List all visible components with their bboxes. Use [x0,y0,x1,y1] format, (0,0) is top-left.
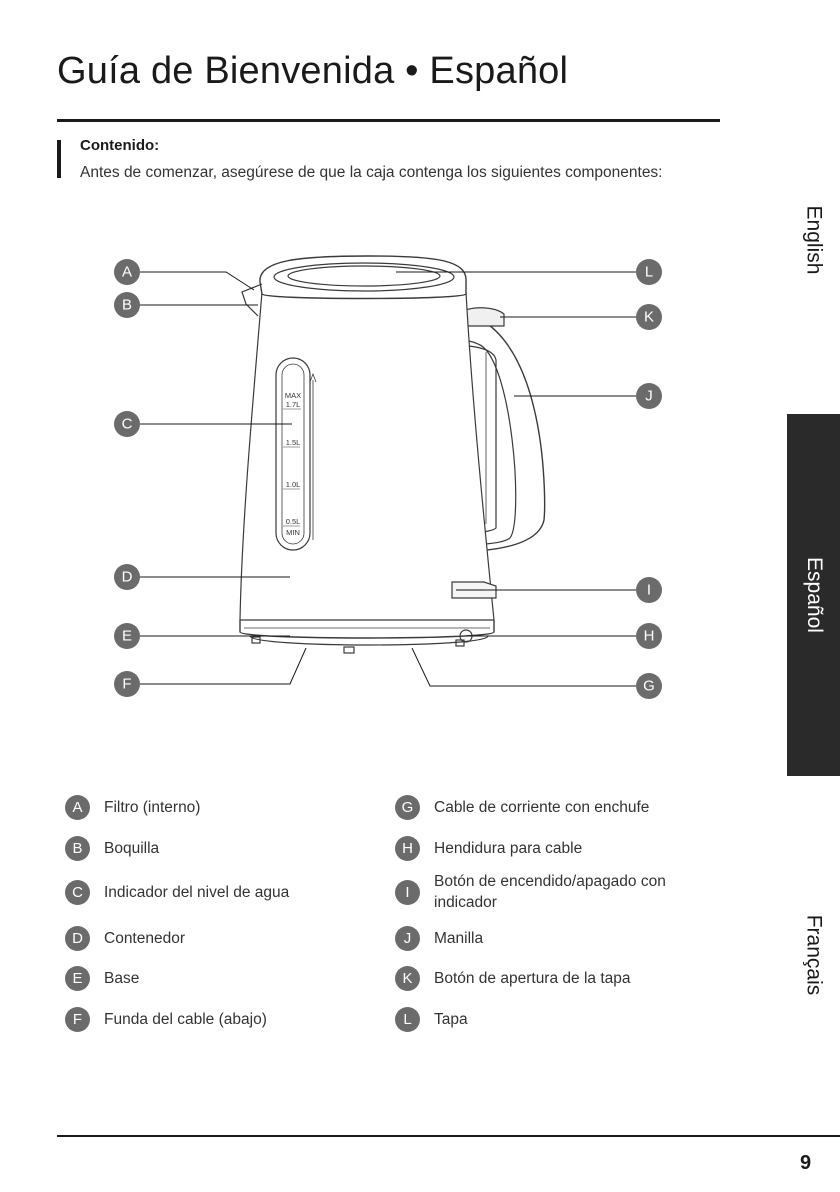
callout-e-badge [114,623,140,649]
legend-badge-d: D [65,926,90,951]
callout-a-badge [114,259,140,285]
legend-badge-e: E [65,966,90,991]
kettle-drawing [239,255,546,654]
legend-item-g: G Cable de corriente con enchufe [395,795,725,820]
contents-heading: Contenido: [80,137,160,154]
callout-l: L [645,264,653,281]
legend-item-i: I Botón de encendido/apagado con indicad… [395,873,725,913]
legend-badge-j: J [395,926,420,951]
legend-item-e: E Base [65,966,139,991]
scale-mark-1-5l: 1.5L [286,438,301,447]
callout-d-badge [114,564,140,590]
callout-h-badge [636,623,662,649]
legend-text-j: Manilla [434,930,484,947]
legend-item-k: K Botón de apertura de la tapa [395,966,725,991]
callout-d: D [122,569,133,586]
tab-francais[interactable]: Français [787,880,840,1030]
legend-item-a: A Filtro (interno) [65,795,200,820]
title-divider [57,119,720,122]
legend-text-b: Boquilla [104,840,160,857]
legend-text-g: Cable de corriente con enchufe [434,799,650,816]
legend-badge-k: K [395,966,420,991]
legend-badge-i: I [395,880,420,905]
legend-badge-f: F [65,1007,90,1032]
legend-badge-h: H [395,836,420,861]
legend-item-h: H Hendidura para cable [395,836,725,861]
callout-k: K [644,309,654,326]
legend-badge-b: B [65,836,90,861]
legend-badge-l: L [395,1007,420,1032]
scale-mark-0-5l: 0.5L [286,517,301,526]
page-title: Guía de Bienvenida • Español [57,50,569,92]
callout-f: F [122,676,131,693]
callout-b-badge [114,292,140,318]
callout-c-badge [114,411,140,437]
legend-item-b: B Boquilla [65,836,159,861]
legend-item-f: F Funda del cable (abajo) [65,1007,267,1032]
legend-badge-c: C [65,880,90,905]
callout-g-badge [636,673,662,699]
callout-h: H [644,628,655,645]
scale-mark-min: MIN [286,528,300,537]
callout-k-badge [636,304,662,330]
contents-accent-bar [57,140,61,178]
legend-text-e: Base [104,970,140,987]
callout-b: B [122,297,132,314]
callout-c: C [122,416,133,433]
callout-i-badge [636,577,662,603]
leader-lines [140,271,636,687]
callout-e: E [122,628,132,645]
callout-f-badge [114,671,140,697]
scale-mark-max: MAX [285,391,301,400]
tab-espanol-label: Español [802,557,826,633]
page-number: 9 [800,1152,812,1174]
scale-mark-1-7l: 1.7L [286,400,301,409]
callout-g: G [643,678,655,695]
legend-item-c: C Indicador del nivel de agua [65,880,289,905]
callout-i: I [647,582,651,599]
callout-l-badge [636,259,662,285]
legend-badge-a: A [65,795,90,820]
legend-item-l: L Tapa [395,1007,725,1032]
legend-text-h: Hendidura para cable [434,840,583,857]
legend-text-f: Funda del cable (abajo) [104,1011,267,1028]
legend-text-c: Indicador del nivel de agua [104,884,290,901]
tab-english[interactable]: English [787,170,840,310]
scale-mark-1-0l: 1.0L [286,480,301,489]
legend-item-j: J Manilla [395,926,725,951]
contents-intro: Antes de comenzar, asegúrese de que la c… [80,164,663,181]
legend-item-d: D Contenedor [65,926,185,951]
legend-text-i: Botón de encendido/apagado con indicador [434,873,666,911]
tab-espanol[interactable]: Español [787,414,840,776]
callout-a: A [122,264,132,281]
tab-francais-label: Français [802,914,826,996]
callout-j-badge [636,383,662,409]
callout-badges: A B C D E F G H I J K L [114,259,662,699]
legend-text-d: Contenedor [104,930,186,947]
legend-text-k: Botón de apertura de la tapa [434,970,631,987]
footer-divider [57,1135,840,1137]
tab-english-label: English [802,205,826,275]
legend-text-l: Tapa [434,1011,468,1028]
legend-badge-g: G [395,795,420,820]
callout-j: J [645,388,653,405]
legend-text-a: Filtro (interno) [104,799,201,816]
